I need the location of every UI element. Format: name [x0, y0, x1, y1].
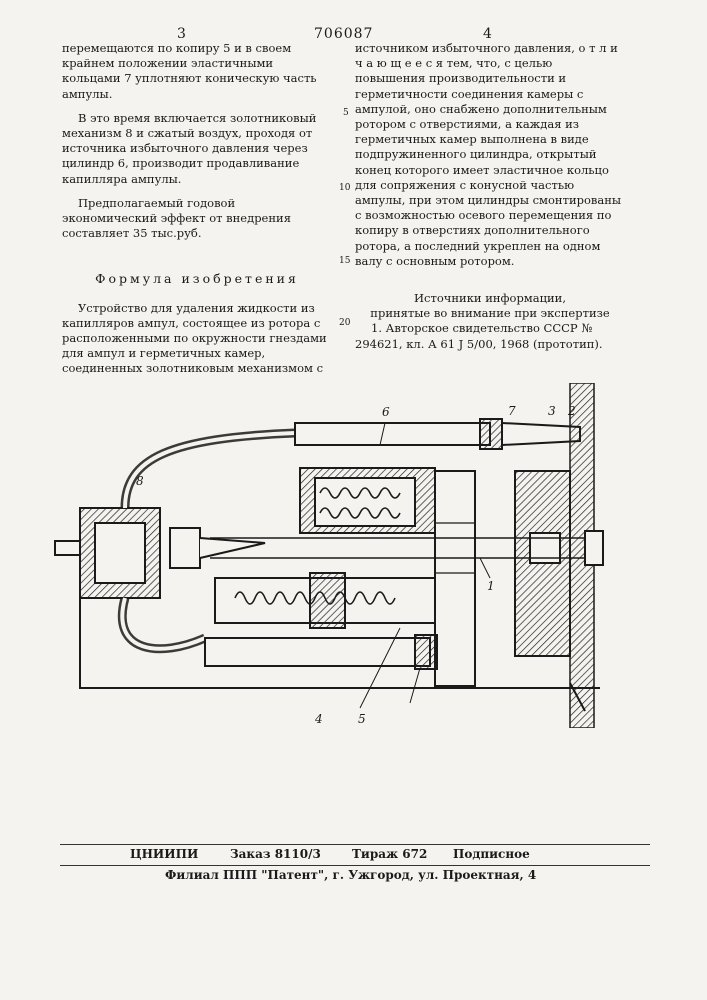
footer-rule-top — [60, 844, 650, 845]
drawing-label-1: 1 — [487, 579, 495, 593]
footer-subscription: Подписное — [453, 847, 530, 861]
left-column: перемещаются по копиру 5 и в своем крайн… — [62, 41, 332, 377]
left-paragraph-2: В это время включается золотниковый меха… — [62, 111, 332, 187]
drawing-label-5: 5 — [358, 712, 366, 726]
left-paragraph-4: Устройство для удаления жидкости из капи… — [62, 301, 332, 377]
drawing-label-4: 4 — [314, 712, 323, 726]
footer-order: Заказ 8110/3 — [230, 847, 321, 861]
page-number-right: 4 — [483, 26, 493, 42]
line-number-5: 5 — [343, 108, 349, 118]
patent-number: 706087 — [314, 26, 373, 42]
left-paragraph-3: Предполагаемый годовой экономический эфф… — [62, 196, 332, 242]
line-number-20: 20 — [339, 318, 350, 328]
source-1: 1. Авторское свидетельство СССР № 294621… — [355, 321, 625, 351]
footer-org: ЦНИИПИ — [130, 847, 198, 861]
line-number-10: 10 — [339, 183, 350, 193]
line-number-15: 15 — [339, 256, 350, 266]
drawing-label-7: 7 — [508, 404, 516, 418]
footer-circulation: Тираж 672 — [352, 847, 427, 861]
sources-title-2: принятые во внимание при экспертизе — [355, 306, 625, 321]
drawing-label-8: 8 — [136, 474, 144, 488]
footer-rule-mid — [60, 865, 650, 866]
sources-title-1: Источники информации, — [355, 291, 625, 306]
technical-drawing: 6 7 3 2 8 1 4 5 — [40, 383, 620, 728]
drawing-label-6: 6 — [382, 405, 390, 419]
right-paragraph-1: источником избыточного давления, о т л и… — [355, 41, 625, 269]
left-paragraph-1: перемещаются по копиру 5 и в своем крайн… — [62, 41, 332, 102]
drawing-label-2: 2 — [567, 404, 576, 418]
formula-title: Формула изобретения — [62, 271, 332, 286]
drawing-label-3: 3 — [548, 404, 556, 418]
right-column: источником избыточного давления, о т л и… — [355, 41, 625, 352]
page-number-left: 3 — [177, 26, 187, 42]
footer-address: Филиал ППП "Патент", г. Ужгород, ул. Про… — [165, 868, 536, 882]
